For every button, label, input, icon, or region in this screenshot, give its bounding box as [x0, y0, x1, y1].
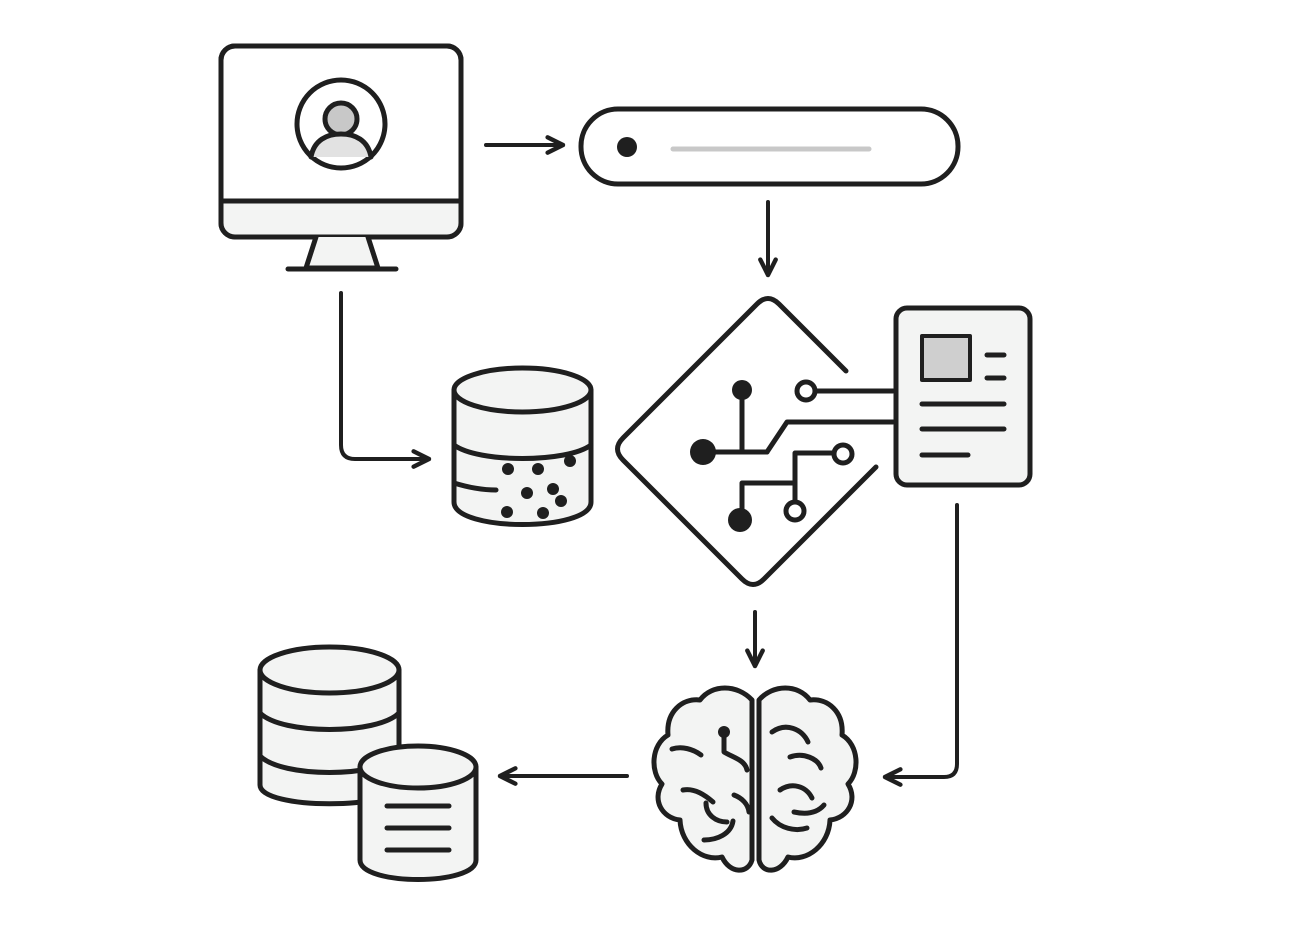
circuit-nodes: [690, 379, 855, 532]
arrow-monitor-to-database: [339, 291, 432, 469]
brain-folds: [669, 724, 827, 843]
brain-icon: [651, 685, 859, 873]
search-bar-icon: [578, 106, 961, 187]
stacked-databases-icon: [257, 644, 479, 882]
user-avatar-icon: [294, 77, 388, 171]
connector-arrows: [339, 135, 959, 787]
database-front-icon: [357, 743, 479, 882]
data-dots: [501, 455, 576, 519]
document-icon: [893, 305, 1033, 488]
database-dots-icon: [451, 365, 594, 527]
monitor-user-icon: [218, 43, 464, 272]
circuit-diamond-icon: [615, 296, 896, 587]
arrow-document-to-brain: [882, 503, 959, 787]
